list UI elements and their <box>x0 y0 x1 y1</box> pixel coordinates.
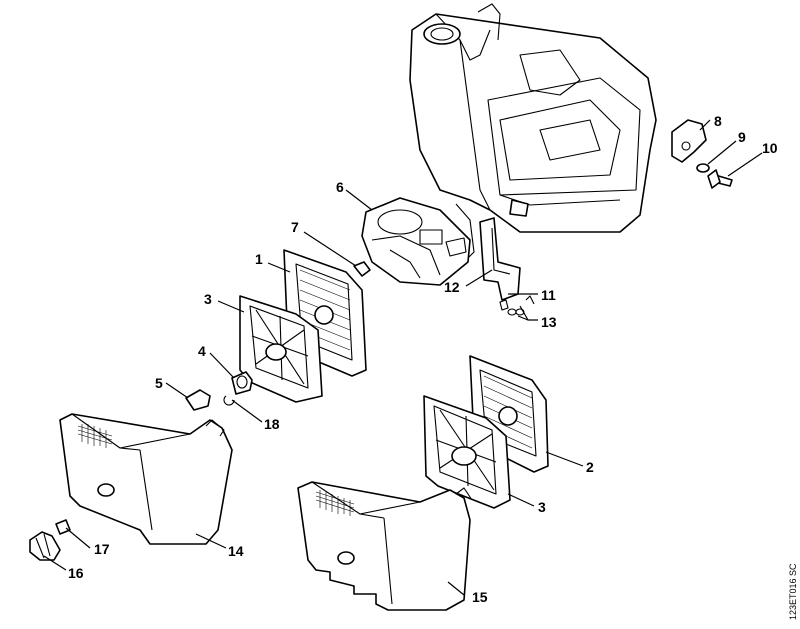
callout-2: 2 <box>586 459 594 475</box>
part-15-cover <box>297 481 473 611</box>
callout-3-right: 3 <box>538 499 546 515</box>
part-4-knob <box>231 371 253 395</box>
part-8-bracket <box>671 119 707 163</box>
part-14-cover <box>59 413 233 545</box>
callout-7: 7 <box>291 219 299 235</box>
part-18-ring <box>223 395 235 406</box>
callout-5: 5 <box>155 375 163 391</box>
callout-13: 13 <box>541 314 557 330</box>
callout-4: 4 <box>198 343 206 359</box>
callout-8: 8 <box>714 113 722 129</box>
callout-3-left: 3 <box>204 291 212 307</box>
callout-11: 11 <box>541 287 556 303</box>
part-3-frame-right <box>423 395 511 509</box>
callout-10: 10 <box>762 140 778 156</box>
part-7-nut <box>353 261 371 277</box>
callout-15: 15 <box>472 589 488 605</box>
part-3-frame-left <box>239 295 323 403</box>
part-10-screw <box>707 169 733 189</box>
callout-18: 18 <box>264 416 280 432</box>
tank-housing <box>409 3 657 233</box>
callout-6: 6 <box>336 179 344 195</box>
part-5-plug <box>185 389 211 411</box>
reference-code: 123ET016 SC <box>788 563 798 620</box>
part-9-washer <box>696 163 710 173</box>
leader-lines <box>43 119 763 596</box>
part-13-clips <box>499 295 535 316</box>
callout-labels: 1 2 3 3 4 5 6 7 8 9 10 11 12 13 14 15 16… <box>68 113 778 605</box>
callout-12: 12 <box>444 279 460 295</box>
callout-1: 1 <box>255 251 263 267</box>
part-17-washer <box>55 519 71 535</box>
part-16-knob <box>29 531 61 561</box>
part-6-carburetor <box>361 197 471 286</box>
callout-16: 16 <box>68 565 84 581</box>
callout-17: 17 <box>94 541 110 557</box>
callout-9: 9 <box>738 129 746 145</box>
callout-14: 14 <box>228 543 244 559</box>
